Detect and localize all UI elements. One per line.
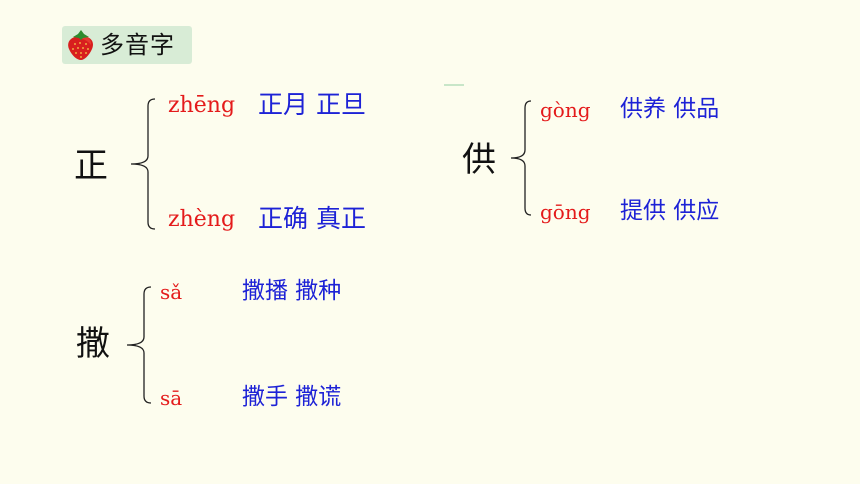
brace-icon xyxy=(510,100,532,216)
example-words: 正月 正旦 xyxy=(258,90,366,119)
example-words: 提供 供应 xyxy=(620,198,720,224)
pinyin-reading: sǎ xyxy=(160,280,183,304)
example-words: 撒手 撒谎 xyxy=(242,384,342,410)
head-character: 正 xyxy=(74,146,108,186)
brace-icon xyxy=(126,286,152,404)
strawberry-icon xyxy=(68,30,93,60)
page-title: 多音字 xyxy=(100,31,175,59)
head-character: 撒 xyxy=(76,324,110,364)
topic-badge: 多音字 xyxy=(62,26,192,64)
decorative-line xyxy=(444,84,464,86)
pinyin-reading: gòng xyxy=(540,98,591,122)
example-words: 供养 供品 xyxy=(620,96,720,122)
example-words: 撒播 撒种 xyxy=(242,278,342,304)
head-character: 供 xyxy=(462,140,496,180)
pinyin-reading: zhèng xyxy=(168,207,236,232)
pinyin-reading: gōng xyxy=(540,200,591,224)
pinyin-reading: zhēng xyxy=(168,93,236,118)
brace-icon xyxy=(130,98,156,230)
pinyin-reading: sā xyxy=(160,386,183,410)
example-words: 正确 真正 xyxy=(258,204,366,233)
